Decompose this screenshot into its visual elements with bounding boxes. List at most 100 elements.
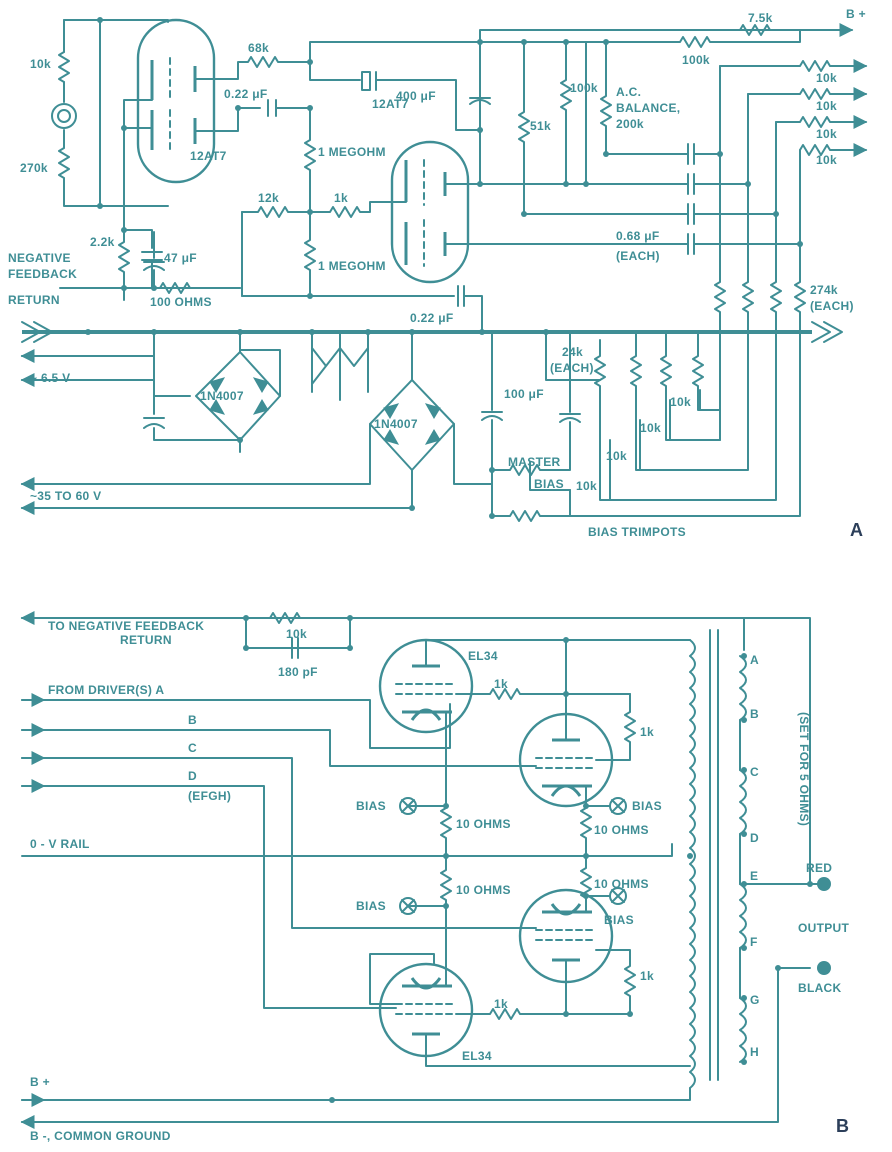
in-c-label: C [188,741,197,755]
out-10k-4-label: 10k [816,153,837,167]
panel-a-schematic: 10k 270k 68k 0.22 μF 12AT7 12AT7 400 μF … [8,7,868,540]
v-65-label: ~ 6.5 V [30,371,70,385]
c-400-label: 400 μF [396,89,436,103]
v-35-label: ~35 TO 60 V [30,489,101,503]
bias-4-label: BIAS [604,913,634,927]
r-24k-2-label: (EACH) [550,361,594,375]
master-1-label: MASTER [508,455,560,469]
out-10k-3-label: 10k [816,127,837,141]
r-10k-b-label: 10k [286,627,307,641]
ohm-3-label: 10 OHMS [456,883,511,897]
b-plus-b-label: B + [30,1075,50,1089]
r-1meg-2-label: 1 MEGOHM [318,259,386,273]
output-terminals [817,877,831,975]
output-arrows-a [20,23,868,515]
ac-balance-1-label: A.C. [616,85,641,99]
ohm-2-label: 10 OHMS [594,823,649,837]
out-10k-1-label: 10k [816,71,837,85]
panel-a-letter: A [850,520,863,540]
in-efgh-label: (EFGH) [188,789,231,803]
zero-rail-label: 0 - V RAIL [30,837,90,851]
pot-10k-3-label: 10k [606,449,627,463]
tap-f-label: F [750,935,758,949]
c-022-top-label: 0.22 μF [224,87,267,101]
nfb-2-label: FEEDBACK [8,267,77,281]
bridge-rectifier-1 [209,377,269,415]
tube-top-label: EL34 [468,649,498,663]
tap-b-label: B [750,707,759,721]
diode1-label: 1N4007 [200,389,244,403]
nfb-1-label: NEGATIVE [8,251,71,265]
c-47-label: 47 μF [164,251,197,265]
ac-balance-2-label: BALANCE, [616,101,680,115]
ohm-1-label: 10 OHMS [456,817,511,831]
tube2-label: 12AT7 [372,97,409,111]
junction-dots-a [85,17,803,519]
r-1k-b3-label: 1k [640,969,654,983]
diode2-label: 1N4007 [374,417,418,431]
panel-a-labels: 10k 270k 68k 0.22 μF 12AT7 12AT7 400 μF … [8,7,866,540]
r-12k-label: 12k [258,191,279,205]
red-label: RED [806,861,832,875]
tap-c-label: C [750,765,759,779]
b-plus-a-label: B + [846,7,866,21]
tube-bot-label: EL34 [462,1049,492,1063]
tube1-label: 12AT7 [190,149,227,163]
panel-b-schematic: TO NEGATIVE FEEDBACK RETURN 10k 180 pF E… [20,611,849,1143]
black-label: BLACK [798,981,842,995]
r-274-2-label: (EACH) [810,299,854,313]
ac-balance-3-label: 200k [616,117,644,131]
b-minus-label: B -, COMMON GROUND [30,1129,171,1143]
master-2-label: BIAS [534,477,564,491]
bias-1-label: BIAS [356,799,386,813]
r-1k-label: 1k [334,191,348,205]
r-1k-b2-label: 1k [640,725,654,739]
bias-3-label: BIAS [356,899,386,913]
c-068-1-label: 0.68 μF [616,229,659,243]
tube-el34-4 [378,962,474,1058]
c-100-label: 100 μF [504,387,544,401]
r-270k-label: 270k [20,161,48,175]
panel-b-wiring [21,612,823,1123]
tube-12at7-driver [390,140,470,284]
input-arrows-b [20,611,47,1129]
r-1meg-1-label: 1 MEGOHM [318,145,386,159]
panel-a-wiring [21,19,851,522]
r-1k-b4-label: 1k [494,997,508,1011]
c-180-label: 180 pF [278,665,318,679]
nfb-3-label: RETURN [8,293,60,307]
r-24k-1-label: 24k [562,345,583,359]
from-a-label: FROM DRIVER(S) A [48,683,164,697]
trimpots-label: BIAS TRIMPOTS [588,525,686,539]
r-68k-label: 68k [248,41,269,55]
r-1k-b1-label: 1k [494,677,508,691]
bias-2-label: BIAS [632,799,662,813]
r-100k-a-label: 100k [570,81,598,95]
r-10k-label: 10k [30,57,51,71]
r-22k-label: 2.2k [90,235,115,249]
r-274-1-label: 274k [810,283,838,297]
in-d-label: D [188,769,197,783]
set-5-label: (SET FOR 5 OHMS) [797,712,811,826]
bridge-rectifier-2 [383,403,441,445]
tap-g-label: G [750,993,760,1007]
nfb-to-2-label: RETURN [120,633,172,647]
pot-10k-4-label: 10k [576,479,597,493]
nfb-to-1-label: TO NEGATIVE FEEDBACK [48,619,204,633]
panel-b-labels: TO NEGATIVE FEEDBACK RETURN 10k 180 pF E… [30,619,849,1143]
r-100k-b-label: 100k [682,53,710,67]
r-75k-label: 7.5k [748,11,773,25]
out-10k-2-label: 10k [816,99,837,113]
c-068-2-label: (EACH) [616,249,660,263]
ohm-4-label: 10 OHMS [594,877,649,891]
junction-dots-b [243,615,813,1103]
pot-10k-2-label: 10k [640,421,661,435]
r-51k-label: 51k [530,119,551,133]
bias-markers [399,797,627,915]
tube-el34-3 [518,888,614,984]
output-label: OUTPUT [798,921,849,935]
pot-10k-1-label: 10k [670,395,691,409]
tap-d-label: D [750,831,759,845]
in-b-label: B [188,713,197,727]
